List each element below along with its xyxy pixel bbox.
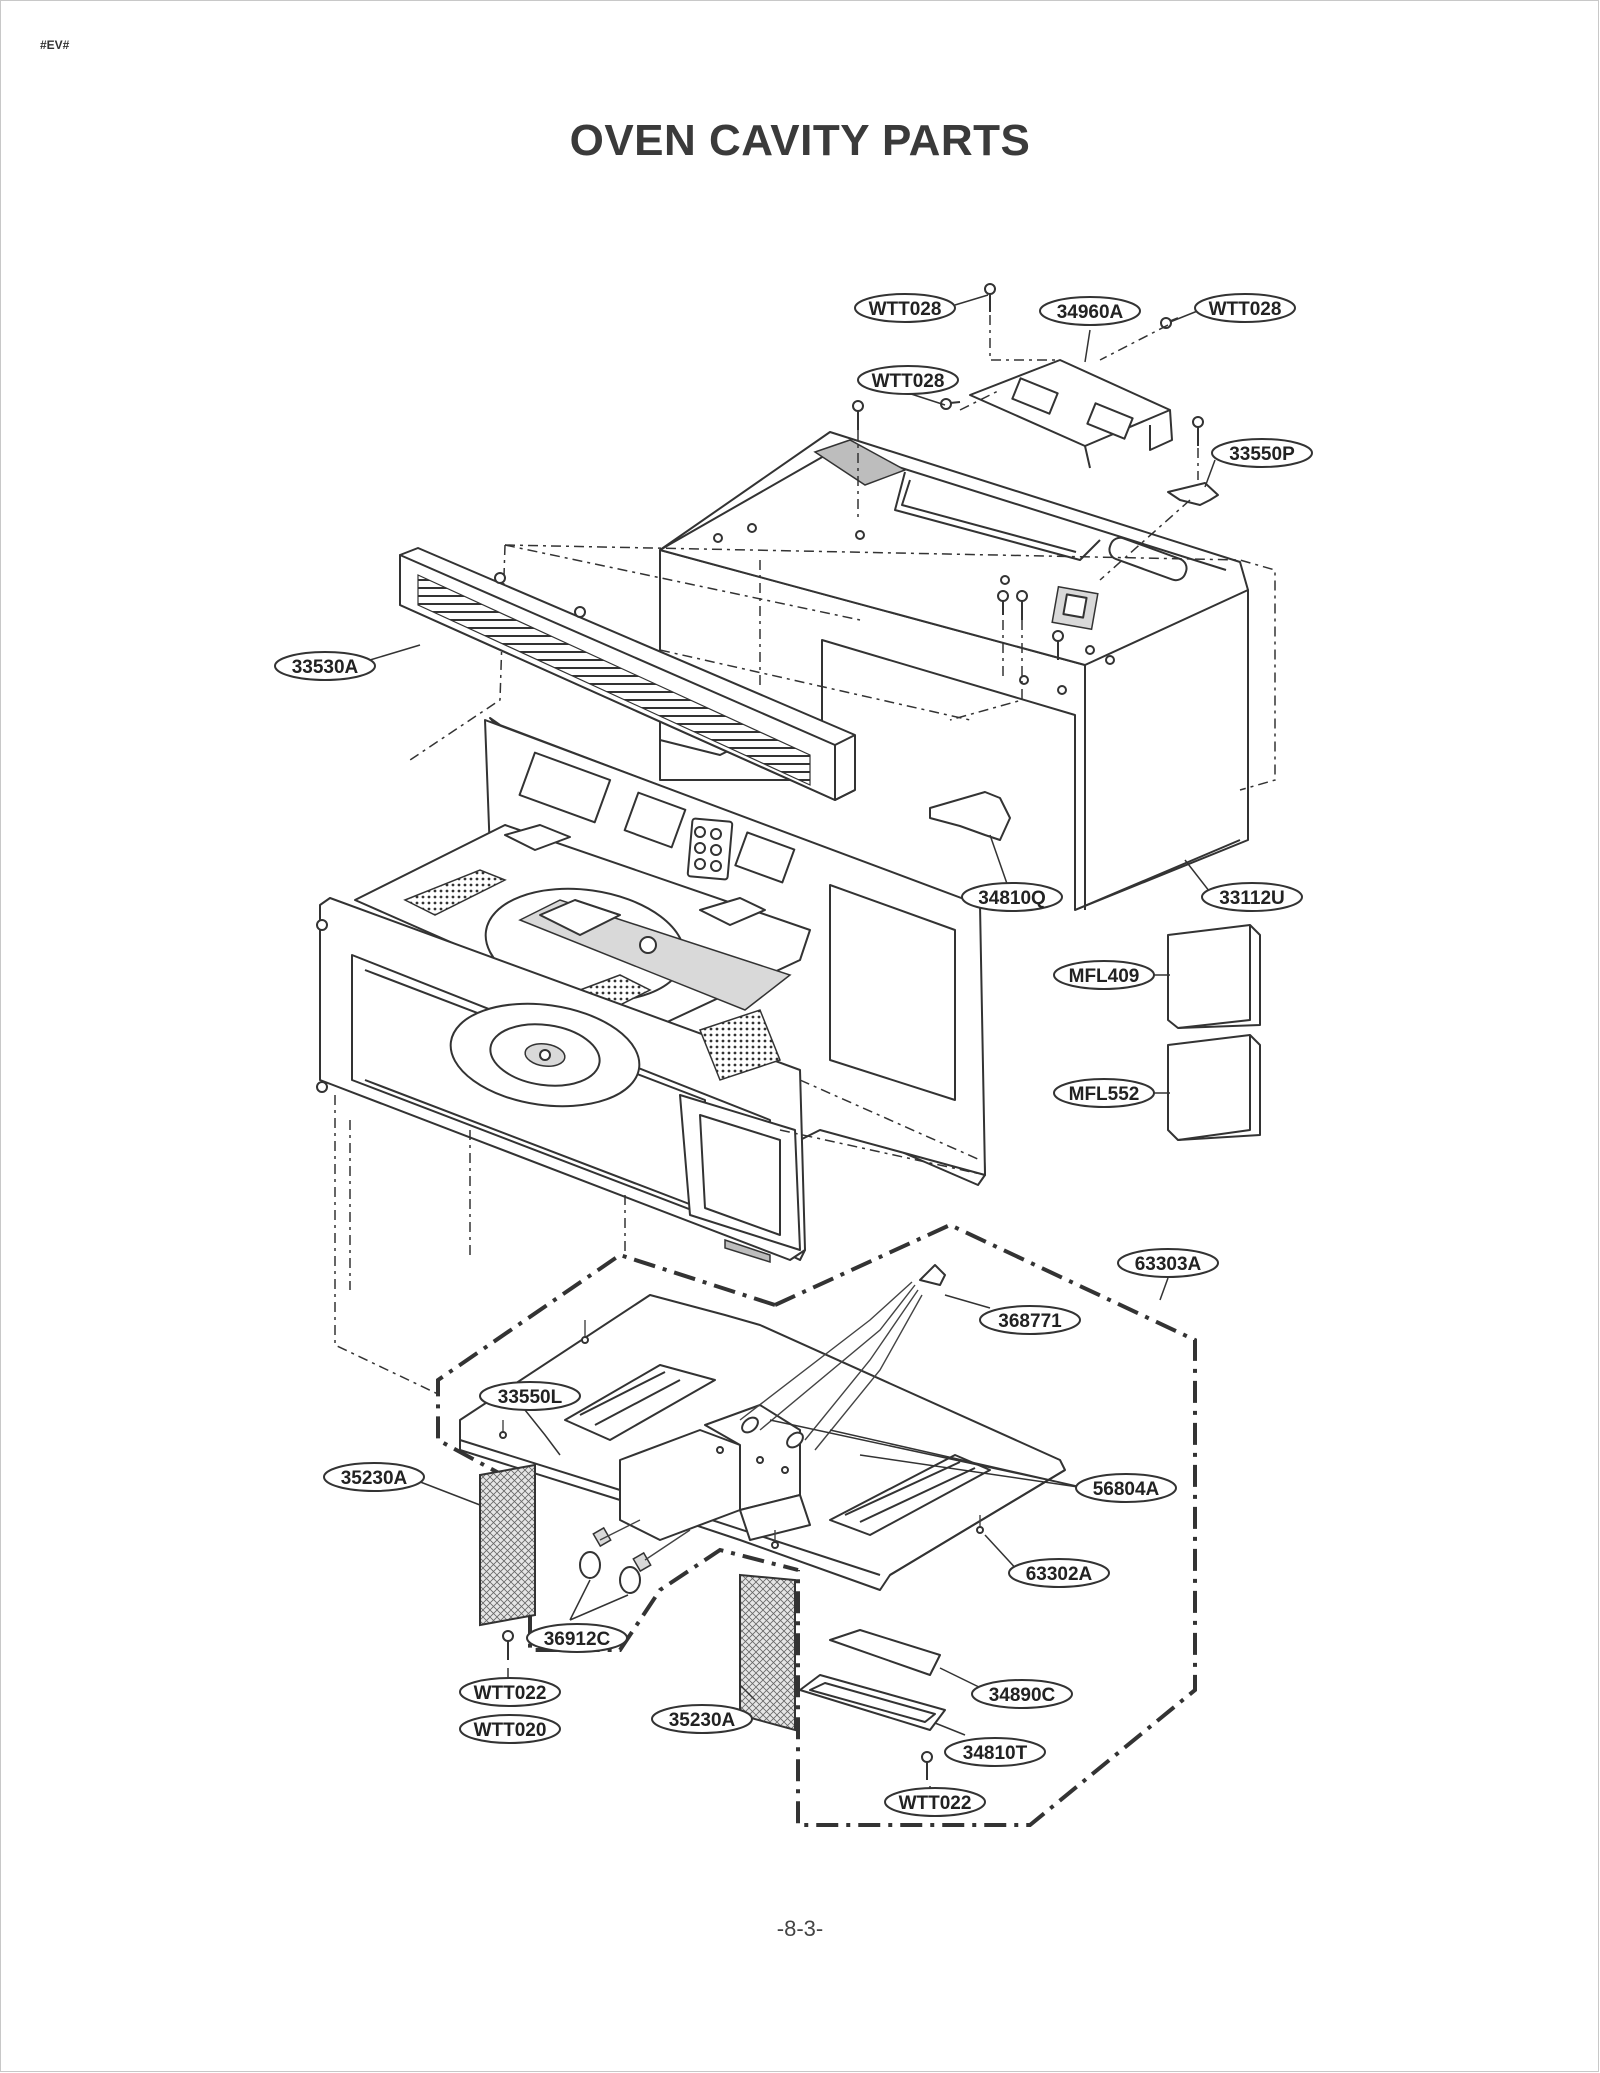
page-code: #EV# — [40, 38, 70, 52]
label-WTT028-left: WTT028 — [857, 365, 959, 395]
top-bracket — [969, 359, 1173, 469]
svg-text:34960A: 34960A — [1057, 302, 1124, 323]
front-grille — [399, 547, 856, 801]
svg-text:33112U: 33112U — [1219, 888, 1285, 909]
screws-bottom — [502, 1630, 933, 1780]
alignment-lines-top — [409, 315, 1276, 791]
alignment-lines-bottom — [334, 1095, 626, 1396]
label-35230A-left: 35230A — [323, 1462, 425, 1492]
label-WTT022-left: WTT022 — [459, 1677, 561, 1707]
label-34960A: 34960A — [1039, 296, 1141, 326]
svg-text:63302A: 63302A — [1026, 1564, 1093, 1585]
label-WTT020: WTT020 — [459, 1714, 561, 1744]
svg-text:WTT028: WTT028 — [872, 371, 945, 392]
svg-text:33550P: 33550P — [1229, 444, 1295, 465]
lamps — [579, 1519, 691, 1594]
label-WTT028-right: WTT028 — [1194, 293, 1296, 323]
bracket-33550P — [1167, 482, 1219, 506]
base-plate — [459, 1294, 1066, 1591]
svg-text:36912C: 36912C — [544, 1629, 611, 1650]
svg-text:WTT022: WTT022 — [474, 1683, 547, 1704]
svg-text:WTT028: WTT028 — [1209, 299, 1282, 320]
svg-text:MFL409: MFL409 — [1069, 966, 1140, 987]
svg-text:WTT028: WTT028 — [869, 299, 942, 320]
svg-text:35230A: 35230A — [669, 1710, 736, 1731]
oven-cavity — [316, 717, 986, 1264]
assembly-boundary-right — [774, 1222, 1197, 1827]
label-MFL552: MFL552 — [1053, 1078, 1155, 1108]
bracket-34810Q — [929, 791, 1011, 841]
svg-text:33530A: 33530A — [292, 657, 359, 678]
label-34890C: 34890C — [971, 1679, 1073, 1709]
leader-lines — [369, 294, 1216, 1795]
svg-text:35230A: 35230A — [341, 1468, 408, 1489]
label-33112U: 33112U — [1201, 882, 1303, 912]
part-labels: WTT028 34960A WTT028 WTT028 33550P 33530… — [274, 293, 1313, 1817]
label-56804A: 56804A — [1075, 1473, 1177, 1503]
screws-top — [852, 283, 1204, 660]
label-MFL409: MFL409 — [1053, 960, 1155, 990]
svg-text:63303A: 63303A — [1135, 1254, 1202, 1275]
label-WTT028-top: WTT028 — [854, 293, 956, 323]
svg-text:34810T: 34810T — [963, 1743, 1028, 1764]
label-34810Q: 34810Q — [961, 882, 1063, 912]
svg-text:33550L: 33550L — [498, 1387, 563, 1408]
label-33550P: 33550P — [1211, 438, 1313, 468]
label-33530A: 33530A — [274, 651, 376, 681]
label-63303A: 63303A — [1117, 1248, 1219, 1278]
svg-text:368771: 368771 — [998, 1311, 1062, 1332]
svg-text:WTT022: WTT022 — [899, 1793, 972, 1814]
svg-text:WTT020: WTT020 — [474, 1720, 547, 1741]
label-33550L: 33550L — [479, 1381, 581, 1411]
svg-text:34890C: 34890C — [989, 1685, 1056, 1706]
label-368771: 368771 — [979, 1305, 1081, 1335]
svg-text:MFL552: MFL552 — [1069, 1084, 1140, 1105]
label-34810T: 34810T — [944, 1737, 1046, 1767]
page-number: -8-3- — [776, 1916, 824, 1941]
lamp-cover — [799, 1629, 946, 1731]
filters — [479, 1463, 796, 1732]
assembly-boundary-left — [436, 1252, 799, 1652]
svg-text:56804A: 56804A — [1093, 1479, 1160, 1500]
manuals — [1167, 924, 1261, 1141]
label-WTT022-bottom: WTT022 — [884, 1787, 986, 1817]
label-63302A: 63302A — [1008, 1558, 1110, 1588]
page-title: OVEN CAVITY PARTS — [569, 116, 1031, 165]
wire-harness — [739, 1264, 946, 1451]
svg-text:34810Q: 34810Q — [978, 888, 1046, 909]
label-36912C: 36912C — [526, 1623, 628, 1653]
label-35230A-center: 35230A — [651, 1704, 753, 1734]
